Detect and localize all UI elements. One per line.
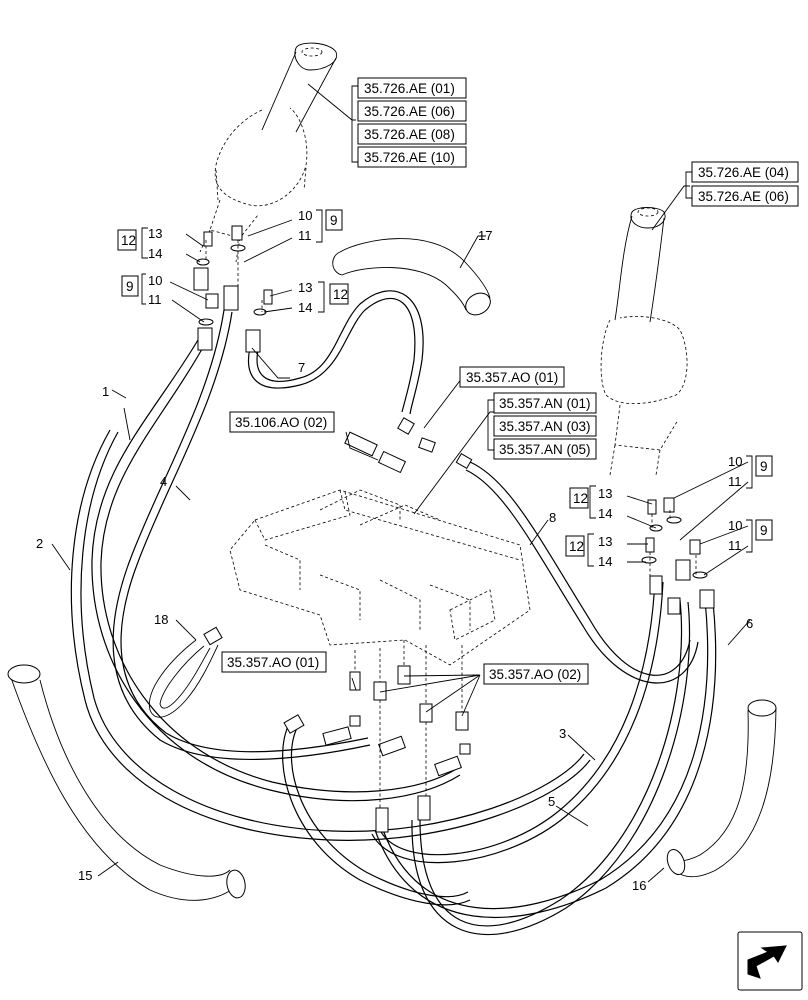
callout-14: 14 bbox=[298, 300, 312, 315]
callout-numbers: 13 14 10 11 10 11 13 14 10 11 13 14 13 1… bbox=[36, 208, 753, 893]
callout-15: 15 bbox=[78, 868, 92, 883]
hose-6 bbox=[382, 599, 709, 910]
ref-label: 35.726.AE (04) bbox=[698, 165, 789, 180]
item-box-9: 9 bbox=[760, 523, 768, 538]
item-box-12: 12 bbox=[121, 233, 136, 248]
item-box-9: 9 bbox=[330, 213, 338, 228]
ref-fitting-ao-02: 35.357.AO (02) bbox=[483, 663, 589, 685]
callout-13: 13 bbox=[598, 486, 612, 501]
item-box-12: 12 bbox=[569, 539, 584, 554]
callout-13: 13 bbox=[598, 534, 612, 549]
callout-6: 6 bbox=[746, 616, 753, 631]
callout-1: 1 bbox=[102, 384, 109, 399]
callout-10: 10 bbox=[728, 518, 742, 533]
hose-8 bbox=[469, 461, 691, 676]
boxed-item-numbers: 12 9 9 12 9 12 12 9 bbox=[117, 209, 773, 567]
ref-stack-top-right: 35.726.AE (04) 35.726.AE (06) bbox=[685, 161, 799, 207]
callout-11: 11 bbox=[728, 474, 742, 489]
ref-label: 35.726.AE (06) bbox=[364, 104, 455, 119]
callout-3: 3 bbox=[559, 726, 566, 741]
ref-label: 35.726.AE (10) bbox=[364, 150, 455, 165]
callout-10: 10 bbox=[148, 273, 162, 288]
ref-fitting-ao-01: 35.357.AO (01) bbox=[221, 651, 327, 673]
left-joystick bbox=[199, 42, 338, 263]
tube-16 bbox=[666, 699, 777, 878]
callout-11: 11 bbox=[728, 538, 742, 553]
callout-13: 13 bbox=[148, 226, 162, 241]
hose-7 bbox=[247, 297, 416, 413]
callout-11: 11 bbox=[298, 228, 312, 243]
callout-17: 17 bbox=[478, 228, 492, 243]
ref-valve-ao-01: 35.357.AO (01) bbox=[459, 366, 565, 388]
right-joystick bbox=[600, 207, 688, 476]
callout-10: 10 bbox=[728, 454, 742, 469]
ref-label: 35.357.AN (05) bbox=[499, 442, 591, 457]
item-box-12: 12 bbox=[333, 287, 348, 302]
hose-5 bbox=[419, 599, 683, 927]
callout-10: 10 bbox=[298, 208, 312, 223]
hose-4 bbox=[112, 309, 371, 761]
ref-label: 35.726.AE (08) bbox=[364, 127, 455, 142]
hose-2 bbox=[70, 429, 591, 841]
ref-stack-an: 35.357.AN (01) 35.357.AN (03) 35.357.AN … bbox=[487, 392, 597, 460]
ref-label: 35.357.AO (01) bbox=[227, 655, 319, 670]
ref-label: 35.357.AN (03) bbox=[499, 419, 591, 434]
hose-1 bbox=[91, 339, 461, 802]
tube-15 bbox=[7, 664, 246, 901]
ref-label: 35.357.AO (02) bbox=[489, 667, 581, 682]
ref-stack-top-left: 35.726.AE (01) 35.726.AE (06) 35.726.AE … bbox=[351, 77, 467, 168]
callout-2: 2 bbox=[36, 536, 43, 551]
ref-label: 35.357.AO (01) bbox=[466, 370, 558, 385]
tube-17 bbox=[332, 238, 491, 316]
cable-tie-18 bbox=[148, 626, 223, 718]
ref-body-106: 35.106.AO (02) bbox=[229, 411, 335, 433]
callout-16: 16 bbox=[632, 878, 646, 893]
callout-7: 7 bbox=[298, 360, 305, 375]
callout-13: 13 bbox=[298, 280, 312, 295]
fittings bbox=[193, 225, 715, 833]
leader-lines bbox=[51, 83, 751, 883]
control-valve bbox=[229, 489, 531, 666]
callout-11: 11 bbox=[148, 292, 162, 307]
item-box-12: 12 bbox=[573, 491, 588, 506]
hose-group bbox=[70, 290, 717, 936]
callout-18: 18 bbox=[154, 612, 168, 627]
callout-8: 8 bbox=[549, 510, 556, 525]
callout-14: 14 bbox=[598, 506, 612, 521]
callout-14: 14 bbox=[148, 246, 162, 261]
ref-label: 35.357.AN (01) bbox=[499, 396, 591, 411]
ref-label: 35.726.AE (01) bbox=[364, 81, 455, 96]
item-box-9: 9 bbox=[760, 459, 768, 474]
callout-5: 5 bbox=[548, 794, 555, 809]
item-box-9: 9 bbox=[126, 279, 134, 294]
ref-label: 35.106.AO (02) bbox=[235, 415, 327, 430]
callout-4: 4 bbox=[160, 474, 167, 489]
ref-label: 35.726.AE (06) bbox=[698, 189, 789, 204]
callout-14: 14 bbox=[598, 554, 612, 569]
arrow-left-icon[interactable] bbox=[737, 931, 803, 991]
